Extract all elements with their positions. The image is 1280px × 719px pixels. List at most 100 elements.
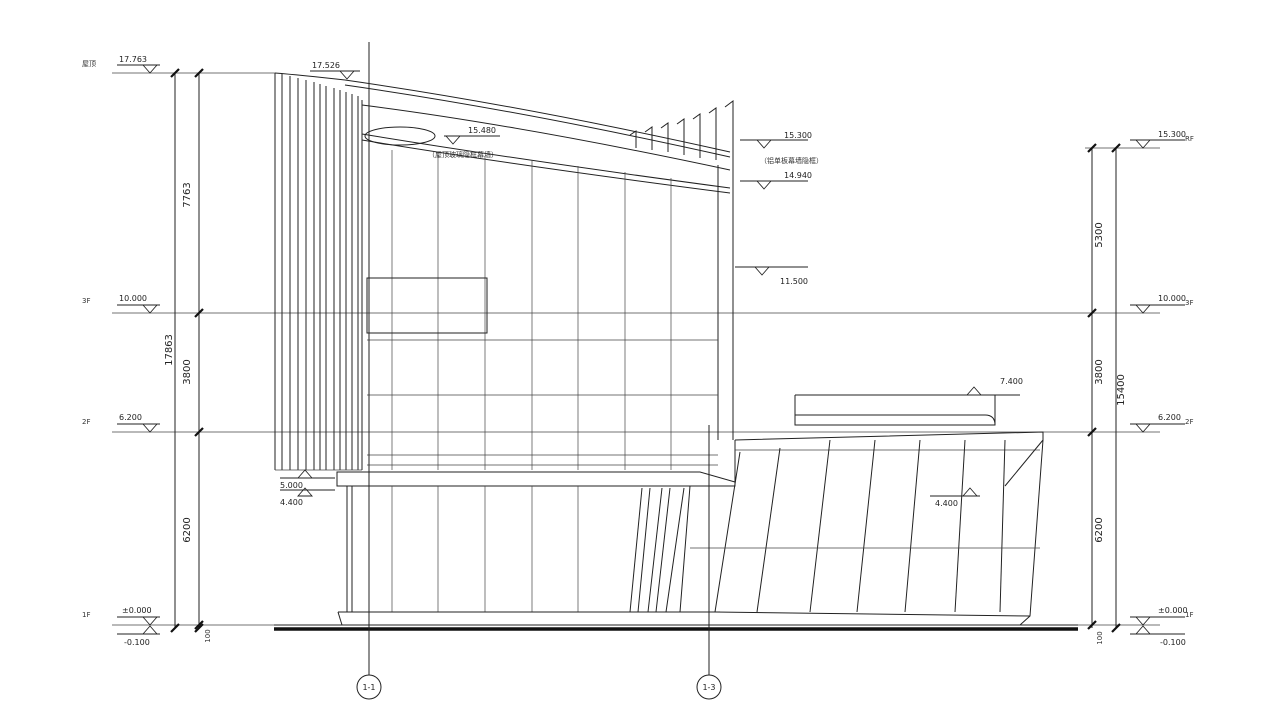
left-dim-base: 100 [204, 629, 212, 642]
r-tick-outer-bottom [1111, 623, 1121, 633]
rp-s6 [954, 439, 966, 613]
left-roof-floor-label: 屋顶 [82, 60, 96, 68]
slab [336, 471, 736, 487]
left-ground-triangle [142, 625, 158, 635]
roof-fin-1 [629, 130, 637, 148]
left-dim-total: 17863 [164, 334, 175, 366]
r-tick-outer-top [1111, 143, 1121, 153]
right-rf-floor-label: RF [1185, 135, 1194, 143]
tick-inner-f1 [194, 620, 204, 630]
rp-s4 [856, 439, 876, 613]
tick-inner-f2 [194, 427, 204, 437]
left-ground-value: -0.100 [124, 638, 150, 647]
r-tick-f3 [1087, 308, 1097, 318]
right-f2-value: 6.200 [1158, 413, 1181, 422]
left-roof-value: 17.763 [119, 55, 147, 64]
annotations: 17.526 15.480 （屋顶玻璃隐框幕墙） 15.300 （铝单板幕墙隐框… [280, 61, 1023, 508]
roof-fin-4 [676, 118, 685, 155]
left-fins [274, 72, 362, 471]
roof-ellipse-detail [364, 126, 436, 146]
axis-right-label: 1-3 [702, 683, 715, 692]
ann-slab-bottom: 4.400 [280, 498, 303, 507]
r-tick-f1 [1087, 620, 1097, 630]
right-f3-triangle [1135, 304, 1151, 314]
rp-sill [714, 611, 1031, 617]
roof-fin-7 [724, 100, 734, 165]
right-f3-value: 10.000 [1158, 294, 1186, 303]
roof-curve-5 [361, 139, 731, 194]
pod-s4 [655, 487, 671, 613]
left-dim-middle: 3800 [182, 359, 193, 384]
ann-right-note: （铝单板幕墙隐框） [760, 156, 823, 165]
canopy-detail [795, 414, 996, 426]
ann-podium-tri [962, 487, 978, 497]
right-dim-total: 15400 [1116, 374, 1127, 406]
right-rf-value: 15.300 [1158, 130, 1186, 139]
level-lines [112, 72, 1160, 626]
right-dim-upper: 5300 [1094, 222, 1105, 247]
right-dimension-chain: 5300 3800 15400 6200 100 [1087, 143, 1127, 645]
ann-right-sub-tri [756, 180, 772, 190]
ann-canopy-tri [966, 386, 982, 396]
left-level-markers: 屋顶 17.763 3F 10.000 2F 6.200 1F ±0.000 -… [82, 55, 160, 647]
left-dim-lower: 6200 [182, 517, 193, 542]
pod-s5 [665, 487, 685, 613]
left-f2-value: 6.200 [119, 413, 142, 422]
r-tick-f2 [1087, 427, 1097, 437]
axis-left-label: 1-1 [362, 683, 375, 692]
ann-podium-level: 4.400 [935, 499, 958, 508]
rp-left-edge [679, 485, 691, 613]
ann-canopy-level: 7.400 [1000, 377, 1023, 386]
roof-curve-2 [344, 84, 731, 158]
fin-top-cap [274, 72, 346, 81]
ann-mid-level: 11.500 [780, 277, 808, 286]
rp-s3 [809, 439, 831, 613]
pod-s3 [647, 487, 663, 613]
left-roof-triangle [142, 64, 158, 74]
slab-band [336, 471, 736, 487]
right-dim-base: 100 [1096, 631, 1104, 644]
roof-curve-4 [361, 133, 731, 189]
right-ground-triangle [1135, 625, 1151, 635]
rp-s5 [904, 439, 921, 613]
left-f1-value: ±0.000 [122, 606, 152, 615]
rp-s7 [999, 439, 1006, 613]
ann-slab-top: 5.000 [280, 481, 303, 490]
tick-inner-ground [194, 623, 204, 633]
right-rf-triangle [1135, 139, 1151, 149]
right-pod-outline [734, 431, 1044, 626]
ann-right-top: 15.300 [784, 131, 812, 140]
canopy [794, 394, 996, 426]
axis-right-bubble [696, 674, 722, 700]
ann-curve-note: （屋顶玻璃隐框幕墙） [428, 150, 498, 159]
box-panel [366, 277, 488, 334]
tick-inner-top [194, 68, 204, 78]
right-f3-floor-label: 3F [1185, 299, 1193, 307]
curved-roof [344, 79, 734, 194]
rp-corner-diag [1004, 439, 1044, 487]
tick-outer-bottom [170, 623, 180, 633]
ann-curve-tri [445, 135, 461, 145]
left-f2-floor-label: 2F [82, 418, 90, 426]
right-f1-triangle [1135, 616, 1151, 626]
ann-top-peak: 17.526 [312, 61, 340, 70]
lower-podium [337, 486, 720, 626]
pod-s2 [637, 487, 651, 613]
pod-foot-left [337, 611, 343, 626]
right-ground-value: -0.100 [1160, 638, 1186, 647]
rp-s2 [756, 447, 781, 613]
left-dimension-chain: 7763 17863 3800 6200 100 [164, 68, 212, 643]
ann-mid-tri [754, 266, 770, 276]
left-f3-value: 10.000 [119, 294, 147, 303]
right-level-markers: 15.300 RF 10.000 3F 6.200 2F ±0.000 1F -… [1130, 130, 1194, 647]
left-f3-triangle [142, 304, 158, 314]
left-f2-triangle [142, 423, 158, 433]
right-f1-floor-label: 1F [1185, 611, 1193, 619]
r-tick-rf [1087, 143, 1097, 153]
right-dim-lower: 6200 [1094, 517, 1105, 542]
roof-curve-1 [344, 79, 731, 153]
rp-s1 [714, 451, 741, 613]
roof-fin-5 [692, 113, 701, 158]
left-dim-upper: 7763 [182, 182, 193, 207]
